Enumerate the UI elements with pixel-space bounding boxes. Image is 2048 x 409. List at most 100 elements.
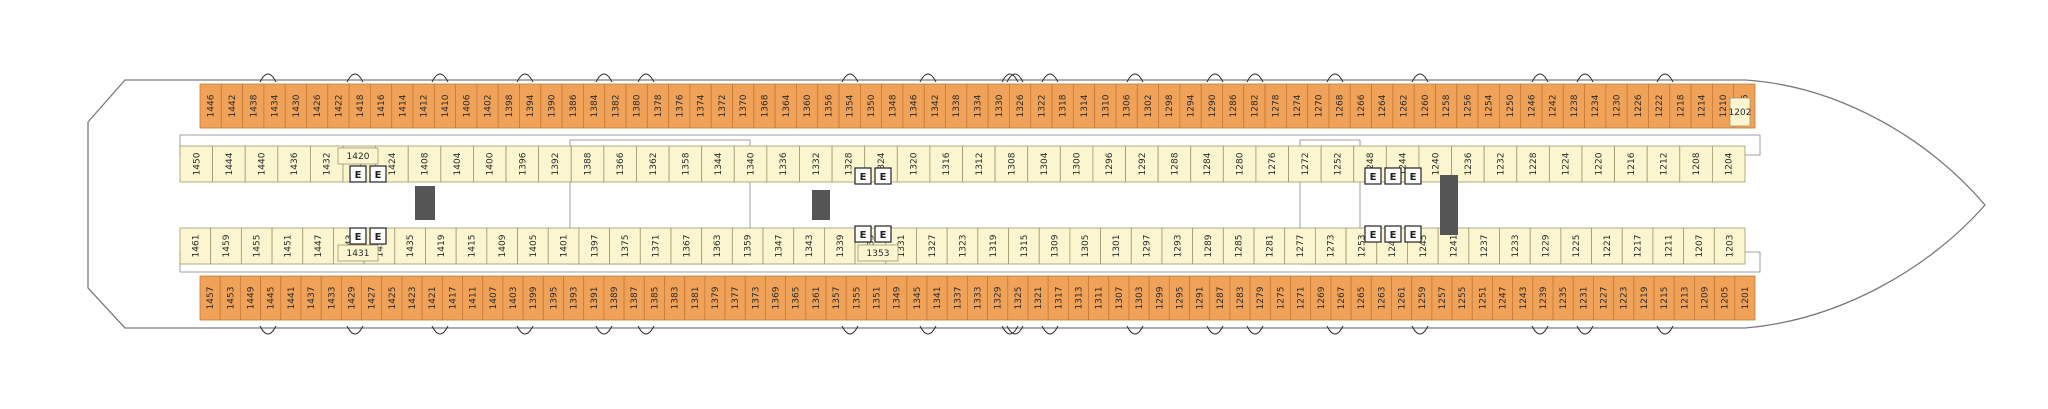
top_inner-cabin[interactable] (1125, 145, 1159, 183)
connecting-arrow-icon (1576, 325, 1594, 335)
top_inner-cabin[interactable] (1157, 145, 1192, 183)
bottom_inner-cabin[interactable] (1713, 227, 1746, 265)
top_inner-cabin[interactable] (1581, 145, 1615, 183)
elevator-icon (349, 227, 367, 245)
top_inner-cabin[interactable] (1548, 145, 1583, 183)
top_inner-cabin[interactable] (1679, 145, 1713, 183)
bottom_inner-cabin[interactable] (670, 227, 703, 265)
top_inner-cabin[interactable] (212, 145, 246, 183)
bottom_inner-cabin[interactable] (793, 227, 825, 265)
connecting-arrow-icon (1246, 325, 1264, 335)
top_inner-cabin[interactable] (1255, 145, 1289, 183)
special-cabin[interactable] (857, 244, 899, 262)
cabin-number: 1252 (1333, 153, 1343, 176)
cabin-number: 1216 (1627, 152, 1637, 175)
bottom_inner-cabin[interactable] (1683, 227, 1715, 265)
top_inner-cabin[interactable] (929, 145, 963, 183)
bottom_inner-cabin[interactable] (1652, 227, 1685, 265)
bottom_outer-cabin[interactable] (1734, 275, 1756, 321)
bottom_inner-cabin[interactable] (1008, 227, 1040, 265)
cabin-number: 1314 (1080, 94, 1090, 117)
cabin-number: 1253 (1357, 235, 1367, 258)
top_inner-cabin[interactable] (1092, 145, 1126, 183)
elevator-icon (1404, 225, 1422, 243)
top_inner-cabin[interactable] (766, 145, 800, 183)
top_inner-cabin[interactable] (505, 145, 540, 183)
top_inner-cabin[interactable] (1059, 145, 1094, 183)
bottom_inner-cabin[interactable] (639, 227, 672, 265)
bottom_inner-cabin[interactable] (210, 227, 242, 265)
connecting-arrow-icon (1656, 325, 1674, 335)
top_inner-cabin[interactable] (668, 145, 703, 183)
special-cabin[interactable] (337, 147, 379, 165)
bottom_inner-cabin[interactable] (916, 227, 948, 265)
bottom_inner-cabin[interactable] (1222, 227, 1255, 265)
bottom_inner-cabin[interactable] (271, 227, 304, 265)
cabin-number: 1218 (1676, 94, 1686, 117)
bottom_inner-cabin[interactable] (394, 227, 426, 265)
cabin-number: 1246 (1527, 94, 1537, 117)
top_inner-cabin[interactable] (310, 145, 344, 183)
elevator-label: E (355, 232, 362, 243)
bottom_inner-cabin[interactable] (946, 227, 979, 265)
bottom_inner-cabin[interactable] (762, 227, 795, 265)
bottom_inner-cabin[interactable] (1069, 227, 1101, 265)
top_inner-cabin[interactable] (1516, 145, 1550, 183)
top_inner-cabin[interactable] (636, 145, 670, 183)
top_inner-cabin[interactable] (440, 145, 474, 183)
bottom_inner-cabin[interactable] (1192, 227, 1224, 265)
bottom_inner-cabin[interactable] (240, 227, 273, 265)
top_inner-cabin[interactable] (1711, 145, 1746, 183)
cabin-number: 1254 (1485, 94, 1495, 117)
bottom_inner-cabin[interactable] (1560, 227, 1592, 265)
top_inner-cabin[interactable] (1222, 145, 1257, 183)
top_inner-cabin[interactable] (1288, 145, 1322, 183)
cabin-number: 1296 (1105, 152, 1115, 175)
bottom_inner-cabin[interactable] (578, 227, 611, 265)
bottom_inner-cabin[interactable] (1100, 227, 1132, 265)
bottom_inner-cabin[interactable] (1253, 227, 1286, 265)
cabin-number: 1424 (388, 152, 398, 175)
top_inner-cabin[interactable] (603, 145, 637, 183)
bottom_inner-cabin[interactable] (455, 227, 488, 265)
bottom_inner-cabin[interactable] (1314, 227, 1347, 265)
top_inner-cabin[interactable] (962, 145, 996, 183)
bottom_inner-cabin[interactable] (1284, 227, 1316, 265)
bottom_inner-cabin[interactable] (1161, 227, 1194, 265)
bottom_inner-cabin[interactable] (1529, 227, 1562, 265)
cabin-number: 1270 (1314, 94, 1324, 117)
top_inner-cabin[interactable] (1614, 145, 1648, 183)
top_inner-cabin[interactable] (407, 145, 442, 183)
cabin-number: 1320 (910, 152, 920, 175)
bottom_inner-cabin[interactable] (609, 227, 641, 265)
elevator-label: E (860, 230, 867, 241)
top_inner-cabin[interactable] (733, 145, 768, 183)
cabin-number: 1220 (1594, 152, 1604, 175)
cabin-number: 1293 (1173, 235, 1183, 258)
top_inner-cabin[interactable] (538, 145, 572, 183)
cabin-number: 1264 (1378, 94, 1388, 117)
top_inner-cabin[interactable] (1646, 145, 1681, 183)
cabin-number: 1329 (994, 286, 1004, 309)
bottom_inner-cabin[interactable] (1499, 227, 1531, 265)
connecting-arrow-icon (1006, 325, 1024, 335)
top_inner-cabin[interactable] (1190, 145, 1224, 183)
bottom_inner-cabin[interactable] (1621, 227, 1654, 265)
bottom_inner-cabin[interactable] (1038, 227, 1071, 265)
special-cabin[interactable] (337, 244, 379, 262)
cabin-number: 1359 (744, 234, 754, 257)
bottom_inner-cabin[interactable] (731, 227, 764, 265)
cabin-number: 1403 (509, 287, 519, 310)
top_inner-cabin[interactable] (1320, 145, 1355, 183)
top_inner-cabin[interactable] (570, 145, 605, 183)
top_inner-cabin[interactable] (277, 145, 311, 183)
bottom_inner-cabin[interactable] (701, 227, 733, 265)
top_inner-cabin[interactable] (473, 145, 507, 183)
cabin-number: 1455 (253, 235, 263, 258)
cabin-number: 1423 (408, 287, 418, 310)
bottom_inner-cabin[interactable] (1591, 227, 1623, 265)
connecting-arrow-icon (516, 325, 534, 335)
special-cabin[interactable] (1729, 97, 1751, 127)
top_inner-cabin[interactable] (179, 145, 214, 183)
top_inner-cabin[interactable] (1027, 145, 1061, 183)
